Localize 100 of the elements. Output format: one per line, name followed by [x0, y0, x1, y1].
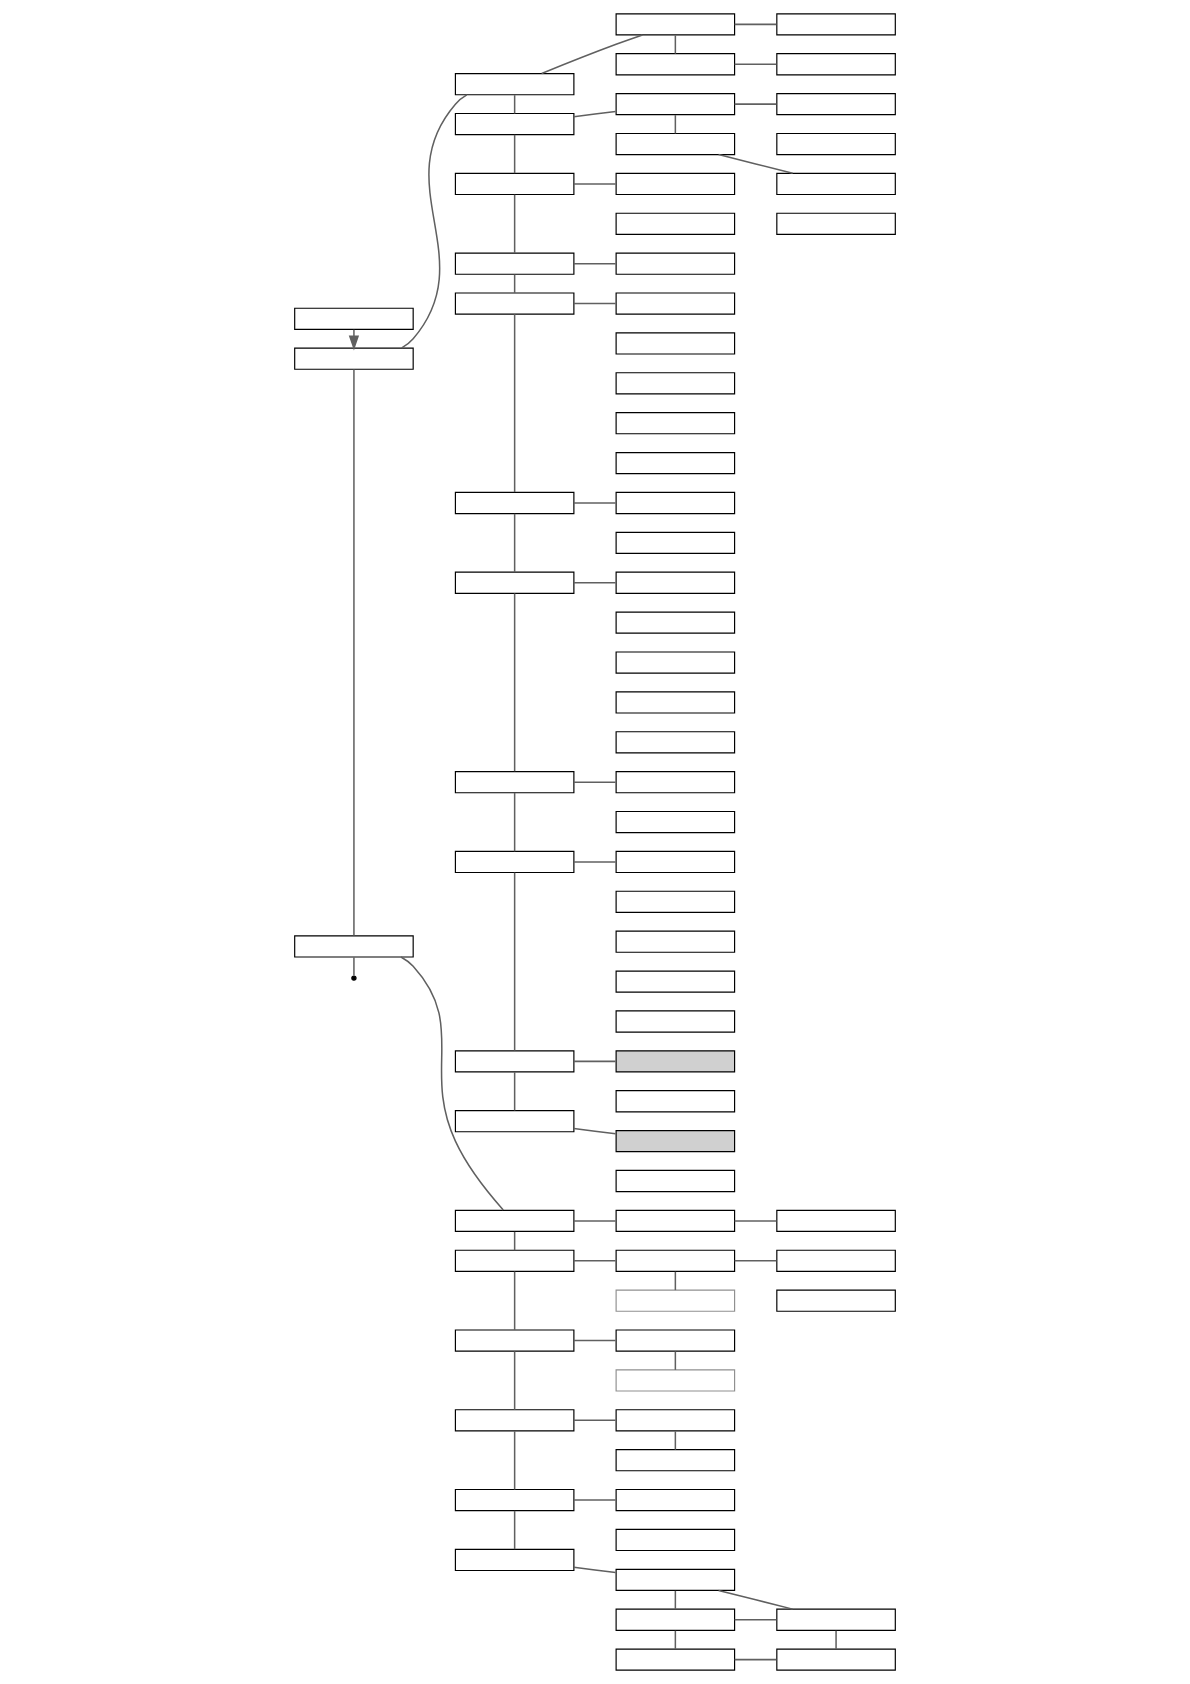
node-box [615, 13, 736, 36]
node-box [776, 1209, 896, 1233]
connector [674, 1430, 677, 1451]
node-box [776, 212, 896, 235]
connector [573, 262, 617, 265]
connector [717, 153, 794, 175]
node-box [294, 935, 414, 958]
connector [573, 1220, 617, 1222]
node-box [615, 252, 736, 275]
connector [573, 1060, 617, 1063]
connector [674, 34, 677, 55]
node-box [454, 771, 575, 794]
connector [674, 1271, 677, 1291]
node-box [454, 73, 575, 96]
connector [573, 1566, 617, 1574]
node-box [615, 1449, 736, 1472]
node-box [615, 651, 736, 674]
connector [573, 1419, 617, 1422]
connector [400, 956, 505, 1211]
connector [573, 861, 617, 863]
connector [573, 110, 617, 118]
node-box [615, 1209, 736, 1233]
node-box [615, 531, 736, 554]
node-box [615, 1568, 736, 1591]
node-box [615, 1169, 736, 1193]
node-box [615, 1369, 736, 1392]
connector [835, 1629, 837, 1650]
node-box [615, 731, 736, 754]
node-box [776, 132, 896, 156]
node-box [454, 252, 575, 275]
node-box [615, 810, 736, 834]
node-box [615, 1050, 736, 1073]
node-box [454, 1488, 575, 1512]
node-box [615, 1329, 736, 1352]
node-box [454, 491, 575, 515]
node-box [615, 1090, 736, 1113]
node-box [615, 53, 736, 76]
connector [513, 1430, 516, 1491]
connector [573, 781, 617, 783]
node-box [454, 1209, 575, 1233]
node-box [615, 412, 736, 435]
node-box [615, 172, 736, 196]
connector [733, 1260, 778, 1262]
node-box [615, 1648, 736, 1671]
connector [513, 193, 516, 254]
node-box [615, 970, 736, 993]
connector [513, 792, 516, 853]
connector [513, 1510, 516, 1550]
node-box [454, 1548, 575, 1572]
node-box [454, 292, 575, 315]
node-box [615, 212, 736, 235]
connector [674, 1350, 677, 1371]
connector [353, 368, 355, 937]
connector [513, 273, 516, 294]
connector [513, 1270, 516, 1331]
connector [573, 302, 617, 305]
node-box [454, 571, 575, 594]
node-box [615, 451, 736, 475]
connector [674, 1629, 677, 1650]
node-box [776, 1608, 896, 1631]
node-box [454, 1249, 575, 1272]
connector [513, 1231, 516, 1251]
node-box [615, 1409, 736, 1432]
node-box [615, 491, 736, 515]
node-box [615, 1528, 736, 1552]
connector [674, 1590, 677, 1610]
connector [674, 114, 677, 135]
node-box [615, 611, 736, 634]
connector [573, 1127, 617, 1135]
node-box [615, 1488, 736, 1512]
connector [401, 94, 468, 349]
node-box [615, 1608, 736, 1631]
connector [573, 183, 617, 185]
node-box [776, 93, 896, 116]
connector [353, 956, 355, 977]
node-box [615, 890, 736, 913]
connector [733, 103, 778, 105]
node-box [294, 307, 414, 330]
node-box [615, 93, 736, 116]
node-box [615, 132, 736, 156]
connector [733, 1220, 778, 1222]
connector [573, 1339, 617, 1342]
connector [573, 502, 617, 504]
connector [513, 513, 516, 573]
node-box [454, 172, 575, 196]
node-box [454, 1050, 575, 1073]
node-box [776, 1289, 896, 1312]
node-box [615, 850, 736, 874]
node-box [615, 1010, 736, 1033]
arrow [348, 329, 360, 351]
node-box [454, 1329, 575, 1352]
node-box [615, 1289, 736, 1312]
connector [513, 134, 516, 174]
node-box [776, 1249, 896, 1272]
connector [717, 1589, 794, 1610]
node-box [615, 292, 736, 315]
connector [733, 1658, 778, 1661]
connector [513, 94, 516, 115]
connector [733, 23, 778, 26]
node-box [454, 1110, 575, 1133]
